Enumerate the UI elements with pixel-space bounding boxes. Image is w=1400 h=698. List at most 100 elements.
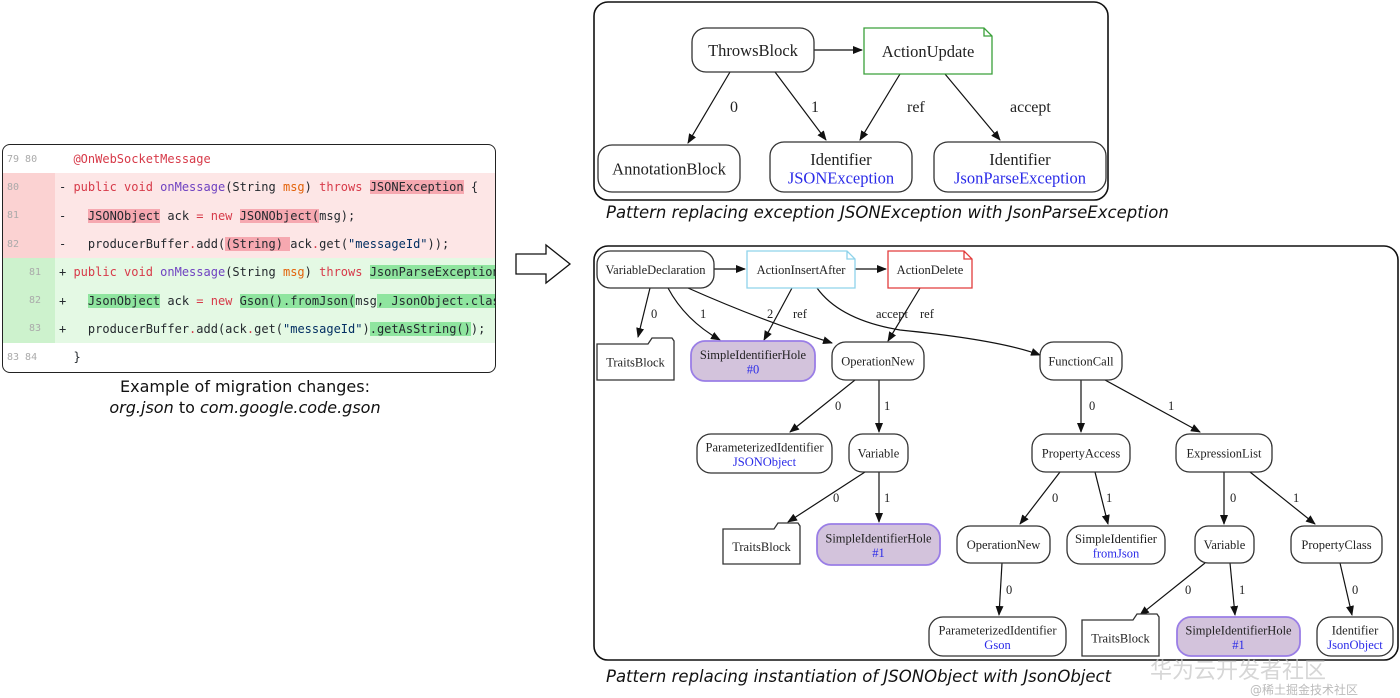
code-text: - public void onMessage(String msg) thro… bbox=[55, 180, 478, 195]
line-number: 82 bbox=[3, 229, 55, 259]
migration-caption: Example of migration changes: bbox=[120, 377, 370, 396]
code-token: . bbox=[311, 237, 320, 252]
code-token: . bbox=[189, 237, 197, 252]
code-token: throws bbox=[319, 180, 370, 195]
line-number: 83 bbox=[3, 314, 55, 344]
edge-label: 1 bbox=[1239, 583, 1245, 597]
edge-label: 0 bbox=[730, 99, 738, 116]
node-var1: Variable bbox=[848, 433, 909, 473]
code-token: JsonObject bbox=[87, 293, 161, 308]
edge-on1-pi1 bbox=[789, 379, 856, 433]
node-value: JSONException bbox=[788, 169, 894, 188]
code-token: add(ack bbox=[196, 321, 247, 336]
edge-label: ref bbox=[907, 99, 925, 116]
node-label: TraitsBlock bbox=[606, 355, 665, 369]
to-library: com.google.code.gson bbox=[199, 398, 381, 417]
code-token: JsonParseException bbox=[369, 265, 495, 280]
node-throws: ThrowsBlock bbox=[691, 27, 815, 73]
code-token: (String bbox=[225, 180, 283, 195]
edge-ad-on1 bbox=[887, 287, 921, 342]
code-text: - JSONObject ack = new JSONObject(msg); bbox=[55, 208, 356, 223]
node-vd: VariableDeclaration bbox=[596, 250, 715, 289]
node-label: FunctionCall bbox=[1048, 354, 1114, 368]
code-token: add( bbox=[196, 237, 226, 252]
diff-line-del: 81- JSONObject ack = new JSONObject(msg)… bbox=[3, 201, 495, 230]
code-token: Gson().fromJson( bbox=[239, 293, 356, 308]
edge-label: 0 bbox=[1089, 399, 1095, 413]
bottom-diagram-frame bbox=[593, 245, 1399, 661]
code-token: . bbox=[246, 321, 255, 336]
node-aia: ActionInsertAfter bbox=[746, 250, 856, 289]
edge-label: 1 bbox=[884, 399, 890, 413]
node-value: #0 bbox=[747, 363, 760, 377]
code-token: - producerBuffer bbox=[59, 237, 190, 252]
edge-label: 0 bbox=[835, 399, 841, 413]
diff-line-del: 80- public void onMessage(String msg) th… bbox=[3, 173, 495, 202]
code-text: - producerBuffer.add((String) ack.get("m… bbox=[55, 237, 449, 252]
edge-label: 0 bbox=[651, 307, 657, 321]
node-tb3: TraitsBlock bbox=[1081, 613, 1160, 657]
diff-line-add: 83+ producerBuffer.add(ack.get("messageI… bbox=[3, 314, 495, 344]
edge-label: 0 bbox=[1185, 583, 1191, 597]
edge-label: 0 bbox=[1352, 583, 1358, 597]
node-fc: FunctionCall bbox=[1039, 341, 1123, 381]
node-label: ExpressionList bbox=[1187, 446, 1263, 460]
edge-label: 1 bbox=[1168, 399, 1174, 413]
edge-label: 1 bbox=[1293, 491, 1299, 505]
code-text: } bbox=[55, 350, 80, 364]
node-tb2: TraitsBlock bbox=[722, 522, 801, 565]
code-token: public void bbox=[73, 180, 161, 195]
edge-pc-ident bbox=[1339, 562, 1354, 616]
code-token: + bbox=[59, 265, 74, 280]
code-token: JSONObject bbox=[87, 208, 161, 223]
code-token: onMessage bbox=[160, 265, 226, 280]
edge-pa-on2 bbox=[1019, 471, 1061, 525]
node-label: OperationNew bbox=[967, 538, 1041, 552]
node-var2: Variable bbox=[1194, 525, 1255, 564]
node-label: TraitsBlock bbox=[732, 540, 791, 554]
edge-el-pc bbox=[1249, 471, 1316, 525]
code-text: + JsonObject ack = new Gson().fromJson(m… bbox=[55, 293, 495, 308]
edge-label: 0 bbox=[1006, 583, 1012, 597]
node-label: SimpleIdentifierHole bbox=[825, 532, 932, 546]
node-on1: OperationNew bbox=[831, 341, 925, 381]
edge-throws-annot bbox=[687, 71, 731, 144]
code-token: ) bbox=[362, 321, 370, 336]
edge-var2-sih1b bbox=[1229, 562, 1239, 616]
node-value: Gson bbox=[984, 638, 1011, 652]
code-token: msg bbox=[282, 265, 305, 280]
line-number: 80 bbox=[3, 173, 55, 202]
watermark-main: 华为云开发者社区 bbox=[1150, 659, 1327, 684]
code-token: (String bbox=[225, 265, 283, 280]
node-sih1b: SimpleIdentifierHole#1 bbox=[1176, 616, 1301, 657]
edge-label: accept bbox=[1010, 99, 1051, 116]
code-text: @OnWebSocketMessage bbox=[55, 152, 210, 166]
code-token: (String) bbox=[225, 237, 291, 252]
node-value: #1 bbox=[1232, 638, 1245, 652]
edge-label: accept bbox=[876, 307, 908, 321]
code-token: + producerBuffer bbox=[59, 321, 190, 336]
right-arrow-icon bbox=[515, 243, 572, 285]
node-label: PropertyClass bbox=[1301, 538, 1371, 552]
code-token: - bbox=[59, 180, 74, 195]
edge-var2-tb3 bbox=[1139, 562, 1206, 616]
node-pa: PropertyAccess bbox=[1031, 433, 1131, 473]
node-tb1: TraitsBlock bbox=[596, 337, 675, 381]
code-token: ) bbox=[304, 180, 320, 195]
code-token: throws bbox=[319, 265, 370, 280]
node-el: ExpressionList bbox=[1175, 433, 1273, 473]
node-value: #1 bbox=[872, 546, 885, 560]
code-token: "messageId" bbox=[283, 321, 363, 336]
from-library: org.json bbox=[109, 398, 174, 417]
node-label: SimpleIdentifierHole bbox=[1185, 624, 1292, 638]
diff-line-ctx: 83 84 } bbox=[3, 343, 495, 371]
code-text: + producerBuffer.add(ack.get("messageId"… bbox=[55, 321, 485, 336]
node-on2: OperationNew bbox=[956, 525, 1051, 564]
code-token: public void bbox=[73, 265, 161, 280]
code-token: onMessage bbox=[160, 180, 226, 195]
code-token: msg); bbox=[319, 208, 356, 223]
node-label: ParameterizedIdentifier bbox=[706, 441, 825, 455]
